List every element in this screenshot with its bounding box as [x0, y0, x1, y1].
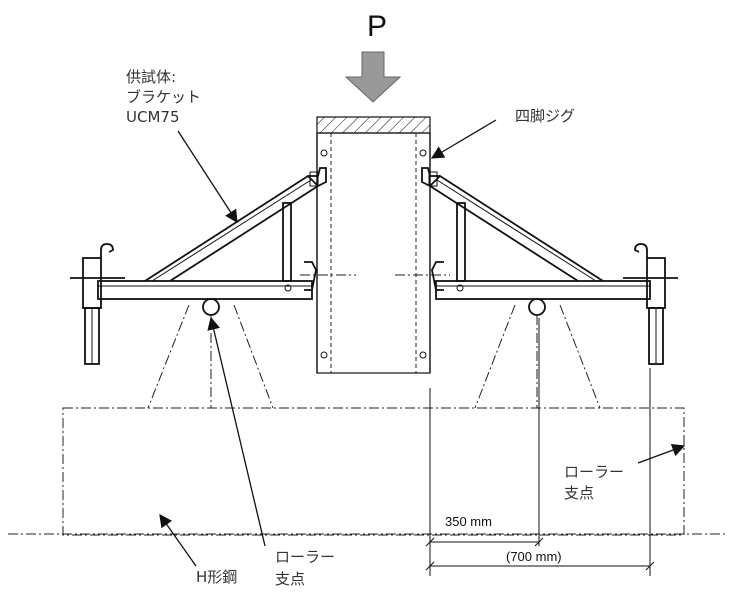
roller-right-label-line2: 支点 [564, 484, 594, 502]
roller-pedestal-right [474, 304, 601, 409]
load-arrow-icon [344, 51, 402, 103]
bracket-right [421, 167, 678, 365]
specimen-leader [177, 130, 238, 224]
four-leg-jig [300, 116, 450, 374]
bracket-left [70, 167, 327, 365]
load-label: P [367, 10, 387, 43]
specimen-label-line1: 供試体: [126, 68, 176, 86]
jig-load-plate [316, 116, 431, 134]
roller-left-label-line2: 支点 [275, 570, 305, 588]
dimension-lines [425, 318, 655, 576]
specimen-label-line3: UCM75 [126, 108, 179, 126]
roller-left-leader [207, 316, 266, 547]
h-beam-outline [62, 407, 685, 536]
roller-right-leader [637, 443, 686, 464]
bolt-hole [419, 149, 427, 157]
roller-pedestal-left [147, 304, 274, 409]
roller-right [528, 298, 546, 316]
h-beam-leader [159, 513, 197, 567]
bolt-hole [320, 149, 328, 157]
jig-label: 四脚ジグ [515, 107, 575, 125]
jig-leader [430, 119, 497, 159]
roller-left [202, 298, 220, 316]
jig-body [316, 132, 431, 374]
bolt-hole [320, 351, 328, 359]
bolt-hole [419, 351, 427, 359]
roller-right-label-line1: ローラー [564, 463, 624, 481]
specimen-label-line2: ブラケット [126, 88, 201, 106]
dimension-700: (700 mm) [506, 549, 562, 564]
roller-left-label-line1: ローラー [275, 548, 335, 566]
dimension-350: 350 mm [445, 514, 492, 529]
h-beam-label: H形鋼 [196, 568, 237, 586]
